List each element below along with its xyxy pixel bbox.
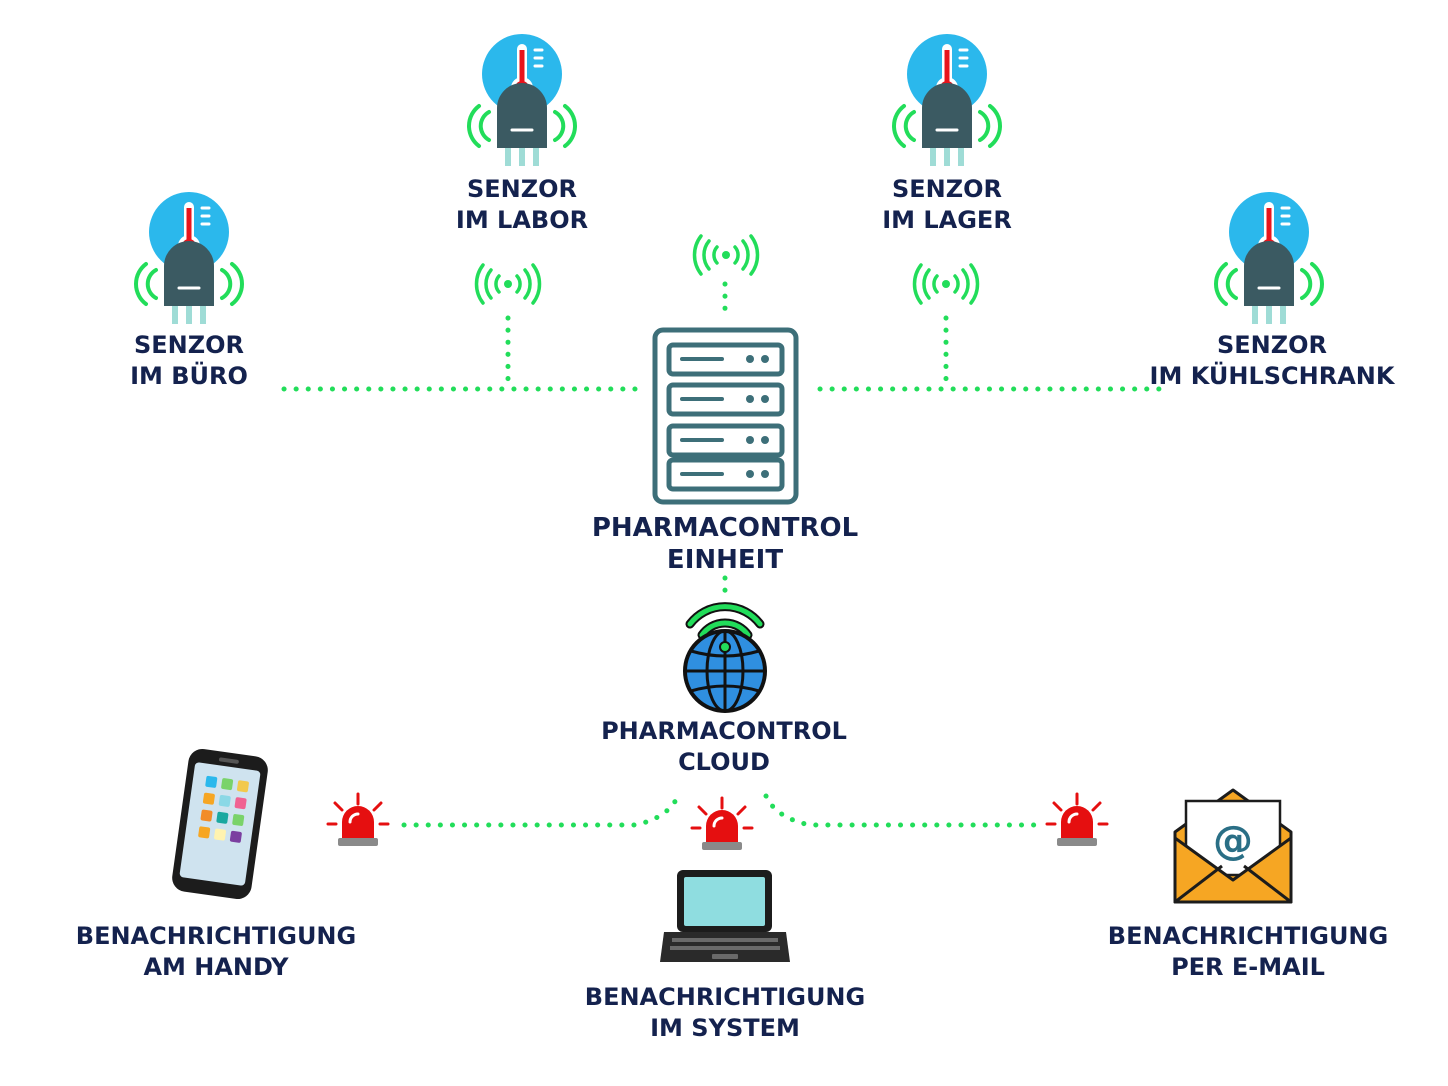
label-line: IM BÜRO	[130, 362, 248, 390]
label-line: AM HANDY	[143, 953, 289, 981]
wifi-signal-icon	[912, 263, 980, 305]
sensor-label-buero: SENZOR IM BÜRO	[130, 330, 248, 392]
alarm-siren-icon	[1045, 792, 1109, 848]
unit-label: PHARMACONTROL EINHEIT	[592, 512, 858, 576]
alarm-siren-icon	[326, 792, 390, 848]
label-line: SENZOR	[133, 331, 245, 359]
temperature-sensor-icon	[892, 32, 1002, 168]
notification-label-handy: BENACHRICHTIGUNG AM HANDY	[76, 921, 356, 983]
wifi-signal-icon	[474, 263, 542, 305]
connection-line	[763, 793, 1048, 828]
label-line: SENZOR	[466, 175, 578, 203]
label-line: PHARMACONTROL	[601, 717, 847, 745]
wifi-signal-icon	[692, 234, 760, 276]
temperature-sensor-icon	[467, 32, 577, 168]
label-line: IM LABOR	[455, 206, 589, 234]
sensor-kuehlschrank	[1214, 190, 1324, 326]
label-line: BENACHRICHTIGUNG	[584, 983, 866, 1011]
sensor-label-labor: SENZOR IM LABOR	[456, 174, 588, 236]
label-line: BENACHRICHTIGUNG	[75, 922, 357, 950]
notification-label-email: BENACHRICHTIGUNG PER E-MAIL	[1108, 921, 1388, 983]
label-line: SENZOR	[1216, 331, 1328, 359]
label-line: PER E-MAIL	[1171, 953, 1325, 981]
sensor-labor	[467, 32, 577, 168]
connection-lines	[281, 281, 1163, 828]
temperature-sensor-icon	[134, 190, 244, 326]
smartphone-icon	[172, 748, 268, 900]
label-line: CLOUD	[678, 748, 770, 776]
alarm-siren-icon	[690, 796, 754, 852]
sensor-buero	[134, 190, 244, 326]
label-line: SENZOR	[891, 175, 1003, 203]
connection-line	[401, 793, 681, 828]
label-line: BENACHRICHTIGUNG	[1107, 922, 1389, 950]
svg-text:@: @	[1213, 818, 1253, 864]
label-line: IM KÜHLSCHRANK	[1149, 362, 1395, 390]
label-line: IM SYSTEM	[650, 1014, 800, 1042]
sensor-label-lager: SENZOR IM LAGER	[882, 174, 1012, 236]
notification-label-system: BENACHRICHTIGUNG IM SYSTEM	[585, 982, 865, 1044]
sensor-label-kuehlschrank: SENZOR IM KÜHLSCHRANK	[1150, 330, 1395, 392]
cloud-label: PHARMACONTROL CLOUD	[601, 716, 847, 778]
sensor-lager	[892, 32, 1002, 168]
label-line: EINHEIT	[666, 545, 784, 575]
temperature-sensor-icon	[1214, 190, 1324, 326]
email-envelope-icon: @	[1173, 788, 1293, 904]
label-line: PHARMACONTROL	[591, 513, 859, 543]
wifi-globe-icon	[683, 602, 767, 713]
laptop-icon	[660, 870, 790, 962]
server-rack-icon	[652, 327, 799, 505]
label-line: IM LAGER	[882, 206, 1012, 234]
